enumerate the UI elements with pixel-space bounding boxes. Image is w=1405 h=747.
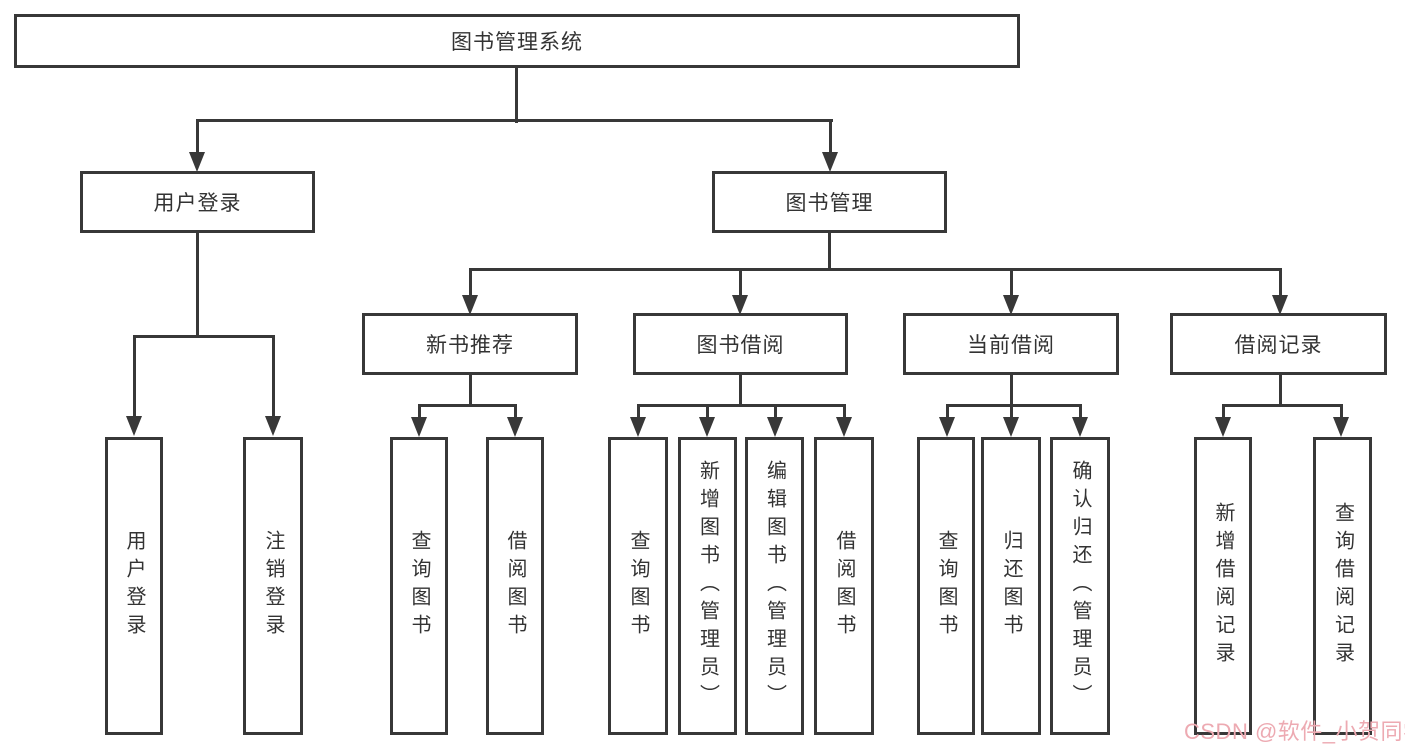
leaf-query-books-recommend-label: 查询图书 (408, 530, 430, 642)
connector-line (1010, 375, 1013, 406)
down-arrow-icon (1333, 405, 1349, 437)
leaf-query-books-recommend: 查询图书 (390, 437, 448, 735)
down-arrow-icon (939, 405, 955, 437)
down-arrow-icon (411, 405, 427, 437)
connector-line (828, 233, 831, 271)
leaf-query-books-current-label: 查询图书 (935, 530, 957, 642)
leaf-query-borrow-record-label: 查询借阅记录 (1331, 502, 1354, 670)
connector-line (133, 335, 275, 338)
watermark: CSDN @软件_小贺同学 (1184, 719, 1405, 744)
down-arrow-icon (732, 269, 748, 315)
down-arrow-icon (767, 405, 783, 437)
leaf-query-books-borrowing: 查询图书 (608, 437, 668, 735)
leaf-return-books: 归还图书 (981, 437, 1041, 735)
down-arrow-icon (507, 405, 523, 437)
connector-line (946, 404, 1082, 407)
leaf-borrow-books-recommend-label: 借阅图书 (504, 530, 526, 642)
node-book-borrowing-label: 图书借阅 (696, 334, 785, 357)
node-root: 图书管理系统 (14, 14, 1020, 68)
connector-line (1279, 375, 1282, 406)
leaf-add-books-admin: 新增图书（管理员） (678, 437, 737, 735)
leaf-query-borrow-record: 查询借阅记录 (1313, 437, 1372, 735)
down-arrow-icon (1072, 405, 1088, 437)
leaf-borrow-books-recommend: 借阅图书 (486, 437, 544, 735)
leaf-return-books-label: 归还图书 (1000, 530, 1022, 642)
node-borrowing-records: 借阅记录 (1170, 313, 1387, 375)
connector-line (1222, 404, 1343, 407)
leaf-confirm-return-admin: 确认归还（管理员） (1050, 437, 1110, 735)
connector-line (196, 119, 833, 122)
node-book-management: 图书管理 (712, 171, 947, 233)
connector-line (469, 375, 472, 406)
leaf-logout-login: 注销登录 (243, 437, 303, 735)
leaf-borrow-books-borrowing: 借阅图书 (814, 437, 874, 735)
leaf-query-books-borrowing-label: 查询图书 (627, 530, 649, 642)
leaf-user-login: 用户登录 (105, 437, 163, 735)
connector-line (196, 233, 199, 338)
down-arrow-icon (1003, 269, 1019, 315)
connector-line (637, 404, 846, 407)
node-book-borrowing: 图书借阅 (633, 313, 848, 375)
leaf-logout-login-label: 注销登录 (262, 530, 284, 642)
down-arrow-icon (189, 120, 205, 172)
node-current-borrowing-label: 当前借阅 (967, 334, 1055, 357)
node-borrowing-records-label: 借阅记录 (1234, 334, 1323, 357)
leaf-confirm-return-admin-label: 确认归还（管理员） (1069, 460, 1091, 712)
down-arrow-icon (1272, 269, 1288, 315)
leaf-user-login-label: 用户登录 (123, 530, 145, 642)
down-arrow-icon (126, 336, 142, 436)
leaf-borrow-books-borrowing-label: 借阅图书 (833, 530, 855, 642)
down-arrow-icon (699, 405, 715, 437)
leaf-add-books-admin-label: 新增图书（管理员） (696, 460, 719, 712)
node-new-book-recommendation: 新书推荐 (362, 313, 578, 375)
down-arrow-icon (462, 269, 478, 315)
node-book-management-label: 图书管理 (785, 192, 874, 215)
node-current-borrowing: 当前借阅 (903, 313, 1119, 375)
leaf-add-borrow-record: 新增借阅记录 (1194, 437, 1252, 735)
down-arrow-icon (630, 405, 646, 437)
connector-line (469, 268, 1282, 271)
node-root-label: 图书管理系统 (451, 31, 583, 54)
connector-line (739, 375, 742, 406)
down-arrow-icon (836, 405, 852, 437)
down-arrow-icon (1215, 405, 1231, 437)
connector-line (515, 68, 518, 123)
node-user-login-label: 用户登录 (153, 192, 242, 215)
leaf-edit-books-admin: 编辑图书（管理员） (745, 437, 804, 735)
down-arrow-icon (1003, 405, 1019, 437)
down-arrow-icon (822, 120, 838, 172)
leaf-add-borrow-record-label: 新增借阅记录 (1212, 502, 1234, 670)
leaf-query-books-current: 查询图书 (917, 437, 975, 735)
node-user-login: 用户登录 (80, 171, 315, 233)
connector-line (418, 404, 517, 407)
leaf-edit-books-admin-label: 编辑图书（管理员） (763, 460, 786, 712)
down-arrow-icon (265, 336, 281, 436)
node-new-book-recommendation-label: 新书推荐 (426, 334, 514, 357)
